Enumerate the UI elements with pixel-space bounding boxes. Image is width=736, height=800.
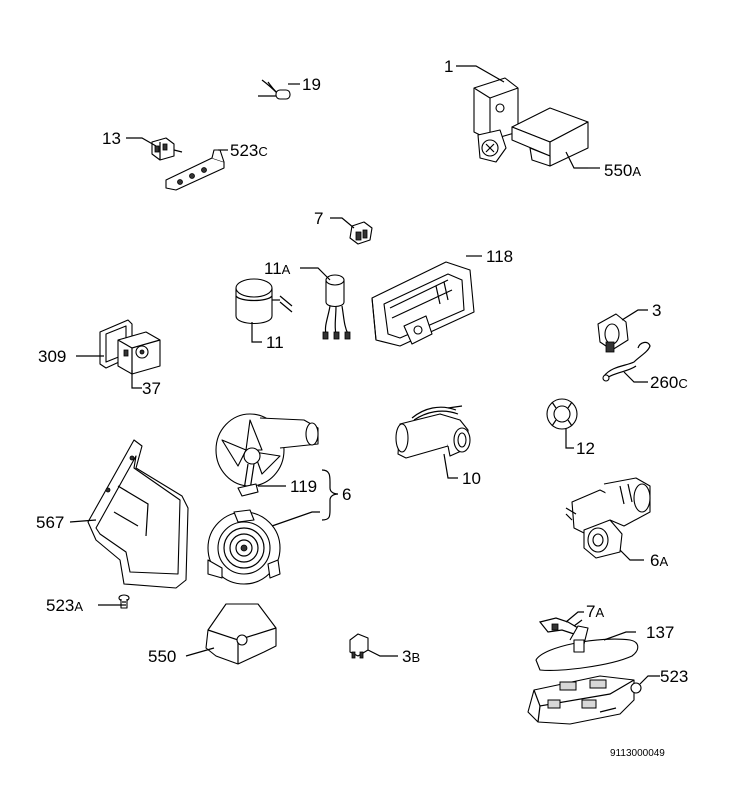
label-260c: 260C: [650, 373, 688, 392]
part-12-nut[interactable]: [546, 398, 578, 430]
label-13: 13: [102, 129, 121, 148]
part-37-terminal-block[interactable]: [117, 331, 161, 375]
label-523a: 523A: [46, 596, 83, 615]
part-6a-drain-pump[interactable]: [565, 477, 651, 559]
part-523-tray[interactable]: [527, 675, 642, 725]
part-19-wire[interactable]: [257, 79, 291, 100]
label-550a: 550A: [604, 161, 641, 180]
part-260c-wire-clamp[interactable]: [602, 341, 651, 382]
label-3: 3: [652, 301, 661, 320]
part-6-fan-wheel[interactable]: [207, 509, 281, 585]
label-11: 11: [266, 333, 284, 352]
part-567-duct-panel[interactable]: [87, 439, 189, 589]
part-118-housing[interactable]: [371, 261, 475, 347]
label-10: 10: [462, 469, 481, 488]
part-11-capacitor[interactable]: [235, 278, 293, 325]
label-523: 523: [660, 667, 688, 686]
group-6-brace: [321, 469, 339, 521]
part-3b-switch[interactable]: [349, 633, 369, 659]
part-1-timer-bracket[interactable]: [473, 77, 519, 163]
label-6: 6: [342, 485, 351, 504]
part-labels: 1 19 13 523C 550A 7 11A 118 11 3 309 37 …: [36, 57, 688, 686]
label-3b: 3B: [402, 647, 420, 666]
part-11a-capacitor-wires[interactable]: [322, 274, 351, 340]
part-523c-strip-bracket[interactable]: [165, 149, 225, 191]
label-567: 567: [36, 513, 64, 532]
part-550-cover[interactable]: [205, 603, 277, 665]
part-10-pump[interactable]: [395, 405, 471, 459]
part-3-sensor[interactable]: [597, 313, 629, 353]
label-7: 7: [314, 209, 323, 228]
label-37: 37: [142, 379, 161, 398]
document-code: 9113000049: [610, 748, 665, 759]
part-7-clip[interactable]: [349, 221, 373, 245]
label-11a: 11A: [264, 259, 291, 278]
label-118: 118: [486, 247, 513, 266]
label-523c: 523C: [230, 141, 268, 160]
label-12: 12: [576, 439, 595, 458]
leader-lines: [69, 65, 660, 685]
label-6a: 6A: [650, 551, 668, 570]
label-7a: 7A: [586, 602, 604, 621]
part-13-switch[interactable]: [151, 137, 183, 161]
part-119-fan-housing[interactable]: [215, 413, 319, 497]
label-137: 137: [646, 623, 674, 642]
part-523a-screw[interactable]: [118, 594, 130, 609]
label-1: 1: [444, 57, 453, 76]
label-119: 119: [290, 477, 317, 496]
label-309: 309: [38, 347, 66, 366]
part-137-float[interactable]: [535, 625, 639, 671]
label-19: 19: [302, 75, 321, 94]
part-550a-cover-box[interactable]: [511, 107, 589, 167]
label-550: 550: [148, 647, 176, 666]
